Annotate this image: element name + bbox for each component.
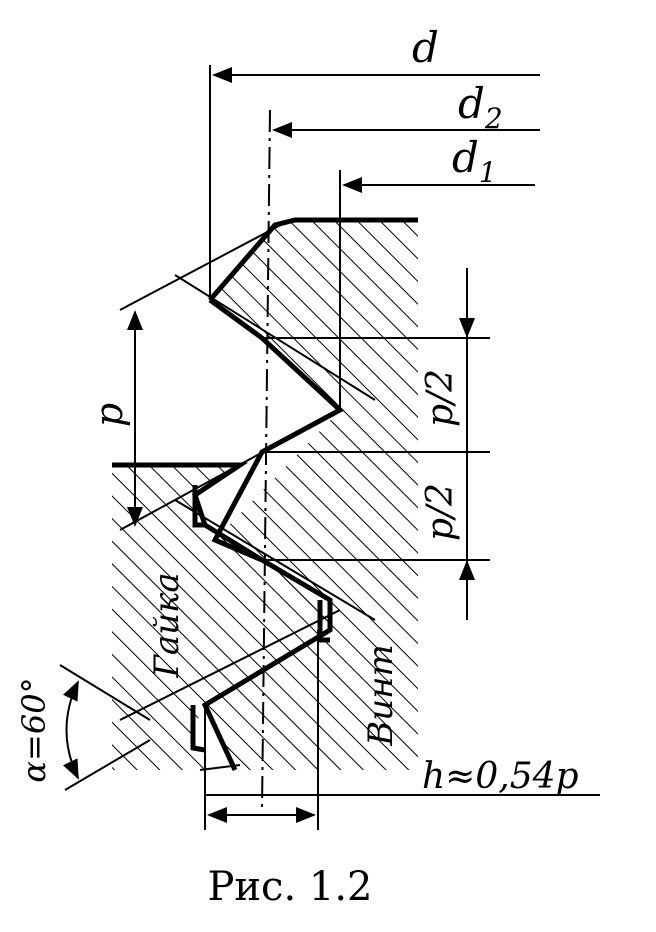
label-screw: Винт (361, 644, 401, 747)
flank-extension-5 (119, 609, 341, 721)
label-d: d (412, 23, 439, 72)
nut-thread-root-3 (190, 705, 206, 753)
screw-thread-flank-1 (201, 297, 345, 772)
screw-hatched-region (205, 220, 418, 770)
figure-caption: Рис. 1.2 (207, 864, 372, 910)
nut-thread-root-2 (317, 600, 330, 643)
angle-ray-1 (59, 664, 151, 721)
nut-hatched-region (112, 465, 330, 770)
label-p-half-lower: p/2 (420, 483, 461, 541)
nut-thread-root-1 (192, 485, 205, 528)
label-nut: Гайка (147, 572, 187, 678)
pitch-diameter-axis (261, 109, 271, 811)
angle-arc (63, 680, 79, 780)
flank-extension-1 (119, 219, 291, 311)
label-d2: d2 (458, 79, 503, 135)
label-angle: α=60° (15, 677, 53, 782)
angle-ray-2 (64, 739, 151, 791)
label-p: p (87, 403, 131, 427)
label-p-half-upper: p/2 (420, 369, 461, 427)
flank-extension-3 (119, 409, 341, 531)
flank-extension-6 (199, 764, 241, 771)
label-d1: d1 (452, 133, 497, 189)
label-height: h≈0,54p (422, 756, 579, 797)
